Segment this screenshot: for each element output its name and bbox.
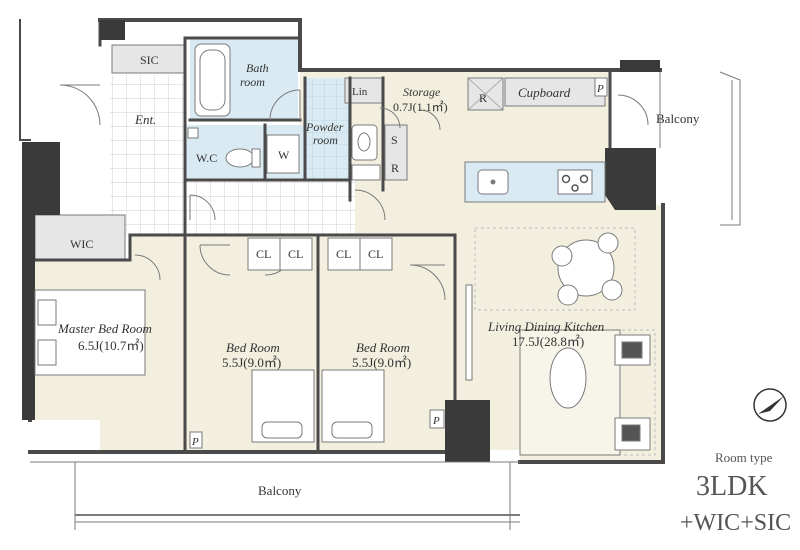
shoe-shelf-s (384, 124, 408, 181)
room-label-balcony-bottom: Balcony (258, 483, 302, 498)
pillar-top-b (620, 60, 660, 72)
closet-label: CL (368, 247, 383, 261)
fixtures (187, 43, 381, 181)
pillar-top-a (100, 20, 125, 40)
room-size-bed1: 5.5J(9.0㎡) (222, 355, 281, 370)
shelf-mark-r: R (391, 161, 399, 175)
wash-basin-icon (351, 124, 378, 161)
closet-label: CL (288, 247, 303, 261)
room-label-bathroom: room (240, 75, 265, 89)
entrance-floor (110, 75, 185, 235)
room-label-wic: WIC (70, 237, 93, 251)
room-labels: SIC Bath room Ent. Lin Storage 0.7J(1.1㎡… (57, 53, 700, 498)
washing-machine-icon (266, 134, 300, 174)
room-label-powder: Powder (305, 120, 344, 134)
room-label-bathroom: Bath (246, 61, 269, 75)
room-label-entrance: Ent. (134, 112, 156, 127)
coffee-table (549, 347, 587, 409)
pillar-right (605, 148, 656, 210)
toilet-icon (225, 148, 255, 168)
room-size-storage: 0.7J(1.1㎡) (393, 100, 448, 114)
pillar-bottom (445, 400, 490, 462)
furniture (34, 227, 656, 456)
bathtub-icon (194, 43, 231, 117)
room-label-bed2: Bed Room (356, 340, 410, 355)
shelf-mark-s: S (391, 133, 398, 147)
dining-area (474, 227, 636, 311)
room-size-master-bed: 6.5J(10.7㎡) (78, 338, 144, 353)
closet-label: CL (336, 247, 351, 261)
room-label-powder: room (313, 133, 338, 147)
kitchen (464, 161, 606, 203)
compass-icon (753, 388, 787, 422)
sic-storage (111, 44, 185, 74)
room-type-label: Room type (715, 450, 773, 465)
closets: CL CL CL CL (247, 237, 393, 271)
room-label-master-bed: Master Bed Room (57, 321, 152, 336)
room-type-extra: +WIC+SIC (680, 510, 791, 536)
closet-label: CL (256, 247, 271, 261)
washer-mark: W (278, 148, 290, 162)
room-label-balcony-right: Balcony (656, 111, 700, 126)
powder-room-floor (305, 78, 350, 180)
room-label-storage: Storage (403, 85, 441, 99)
room-type-block: Room type 3LDK +WIC+SIC (680, 450, 791, 536)
hall-floor (185, 180, 355, 235)
doors (59, 84, 649, 301)
pillar-left (22, 142, 60, 420)
room-label-wc: W.C (196, 151, 217, 165)
room-size-bed2: 5.5J(9.0㎡) (352, 355, 411, 370)
pipe-space-mark: P (596, 83, 604, 95)
room-label-ldk: Living Dining Kitchen (487, 319, 604, 334)
room-label-cupboard: Cupboard (518, 85, 571, 100)
marks: P P P R S R W (189, 77, 608, 449)
room-label-sic: SIC (140, 53, 159, 67)
room-type-value: 3LDK (696, 471, 768, 502)
refrigerator-mark: R (479, 91, 487, 105)
room-label-lin: Lin (352, 86, 368, 98)
pillars (22, 20, 660, 462)
pipe-space-mark: P (191, 436, 199, 448)
balconies (30, 71, 741, 530)
room-label-bed1: Bed Room (226, 340, 280, 355)
pipe-space-mark: P (432, 415, 440, 427)
wic-storage (34, 214, 126, 261)
room-size-ldk: 17.5J(28.8㎡) (512, 334, 584, 349)
sliding-partition (465, 284, 473, 381)
